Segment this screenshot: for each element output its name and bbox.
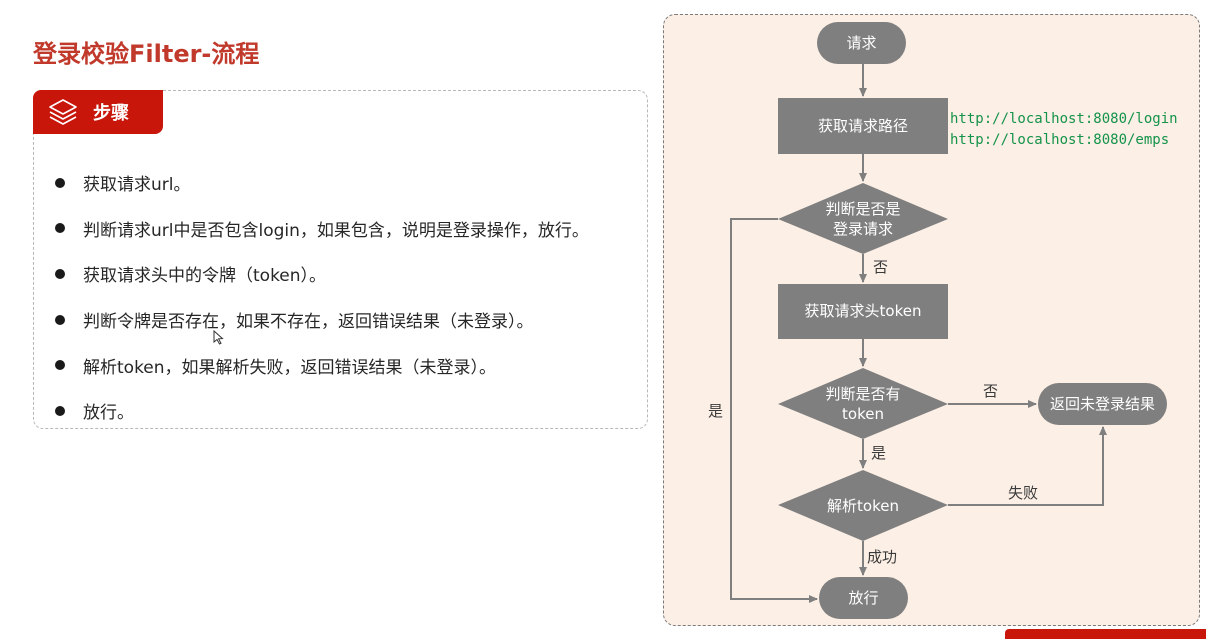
steps-tab: 步骤 [33, 90, 163, 134]
step-item: 判断令牌是否存在，如果不存在，返回错误结果（未登录）。 [50, 297, 589, 343]
edge-label-is-login-no: 否 [873, 258, 888, 276]
svg-text:解析token: 解析token [827, 497, 899, 515]
svg-text:判断是否有: 判断是否有 [825, 385, 900, 403]
steps-tab-label: 步骤 [93, 103, 129, 124]
svg-text:token: token [842, 405, 884, 423]
svg-text:放行: 放行 [848, 589, 878, 607]
edge-label-has-token-no: 否 [983, 382, 998, 400]
svg-text:返回未登录结果: 返回未登录结果 [1050, 395, 1155, 413]
svg-text:判断是否是: 判断是否是 [825, 200, 900, 218]
step-item: 放行。 [50, 388, 589, 434]
steps-panel [33, 90, 648, 429]
bullet-icon [55, 405, 65, 416]
node-start: 请求 [817, 22, 906, 64]
steps-list: 获取请求url。 判断请求url中是否包含login，如果包含，说明是登录操作，… [50, 160, 589, 434]
svg-text:获取请求头token: 获取请求头token [805, 302, 922, 320]
bullet-icon [55, 360, 65, 371]
svg-text:http://localhost:8080/emps: http://localhost:8080/emps [950, 132, 1169, 148]
step-text: 获取请求url。 [83, 175, 191, 196]
bullet-icon [55, 268, 65, 279]
edge-label-parse-fail: 失败 [1008, 484, 1038, 502]
step-item: 获取请求头中的令牌（token）。 [50, 251, 589, 297]
step-text: 判断请求url中是否包含login，如果包含，说明是登录操作，放行。 [83, 220, 589, 241]
step-text: 放行。 [83, 403, 134, 424]
node-pass: 放行 [819, 577, 908, 619]
edge-label-parse-success: 成功 [867, 548, 897, 566]
step-item: 判断请求url中是否包含login，如果包含，说明是登录操作，放行。 [50, 206, 589, 252]
decision-has-token: 判断是否有 token [778, 368, 948, 439]
bullet-icon [55, 177, 65, 188]
bullet-icon [55, 223, 65, 234]
page-title: 登录校验Filter-流程 [33, 40, 260, 68]
svg-text:获取请求路径: 获取请求路径 [818, 117, 908, 135]
bullet-icon [55, 314, 65, 325]
decision-parse-token: 解析token [778, 470, 948, 541]
step-text: 解析token，如果解析失败，返回错误结果（未登录）。 [83, 357, 497, 378]
url-annotations: http://localhost:8080/login http://local… [950, 111, 1178, 148]
node-not-logged-in: 返回未登录结果 [1038, 383, 1167, 425]
edge-label-is-login-yes: 是 [708, 402, 723, 420]
step-text: 判断令牌是否存在，如果不存在，返回错误结果（未登录）。 [83, 312, 534, 333]
svg-text:登录请求: 登录请求 [833, 220, 893, 238]
step-item: 解析token，如果解析失败，返回错误结果（未登录）。 [50, 342, 589, 388]
node-get-token: 获取请求头token [778, 284, 948, 339]
mouse-cursor-icon [213, 329, 225, 350]
node-get-path: 获取请求路径 [778, 98, 948, 154]
step-text: 获取请求头中的令牌（token）。 [83, 266, 327, 287]
decision-is-login: 判断是否是 登录请求 [778, 183, 948, 254]
edge-label-has-token-yes: 是 [871, 444, 886, 462]
svg-text:http://localhost:8080/login: http://localhost:8080/login [950, 111, 1178, 127]
flow-edges [730, 64, 1107, 603]
svg-text:请求: 请求 [846, 34, 876, 52]
step-item: 获取请求url。 [50, 160, 589, 206]
layers-icon [47, 97, 79, 127]
